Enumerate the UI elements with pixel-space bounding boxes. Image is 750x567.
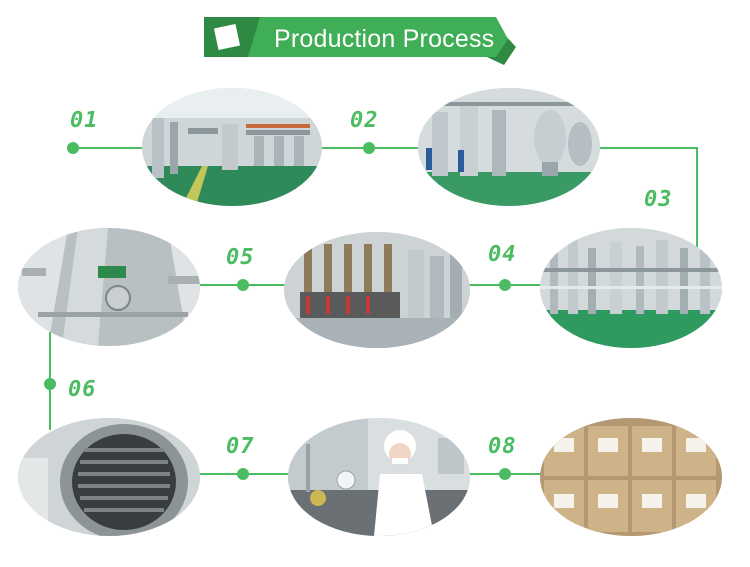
step-02-label: 02: [350, 108, 379, 133]
step-04-photo: [284, 232, 470, 348]
step-02-photo: [418, 88, 600, 206]
step-07-dot: [237, 468, 249, 480]
step-05-photo: [18, 228, 200, 346]
step-03-photo: [540, 228, 722, 348]
step-01-photo: [142, 88, 322, 206]
step-03-label: 03: [644, 187, 673, 212]
step-04-label: 04: [488, 242, 517, 267]
page-title: Production Process: [274, 25, 495, 53]
banner-square-icon: [213, 23, 241, 51]
pipeline-workshop-icon: [540, 228, 722, 348]
step-08-dot: [499, 468, 511, 480]
banner-shape: [204, 17, 516, 65]
header-banner: Production Process: [204, 13, 520, 65]
step-01-dot: [67, 142, 79, 154]
step-05-dot: [237, 279, 249, 291]
step-08-label: 08: [488, 434, 517, 459]
step-05-label: 05: [226, 245, 255, 270]
step-07-label: 07: [226, 434, 255, 459]
column-filtration-icon: [284, 232, 470, 348]
vacuum-dryer-icon: [18, 418, 200, 536]
step-04-dot: [499, 279, 511, 291]
laboratory-test-icon: [288, 418, 470, 536]
step-01-label: 01: [70, 108, 99, 133]
packed-drums-icon: [540, 418, 722, 536]
step-07-photo: [288, 418, 470, 536]
evaporator-tanks-icon: [418, 88, 600, 206]
step-08-photo: [540, 418, 722, 536]
factory-hall-icon: [142, 88, 322, 206]
spray-dryer-icon: [18, 228, 200, 346]
step-06-dot: [44, 378, 56, 390]
step-02-dot: [363, 142, 375, 154]
step-06-photo: [18, 418, 200, 536]
step-06-label: 06: [68, 377, 97, 402]
